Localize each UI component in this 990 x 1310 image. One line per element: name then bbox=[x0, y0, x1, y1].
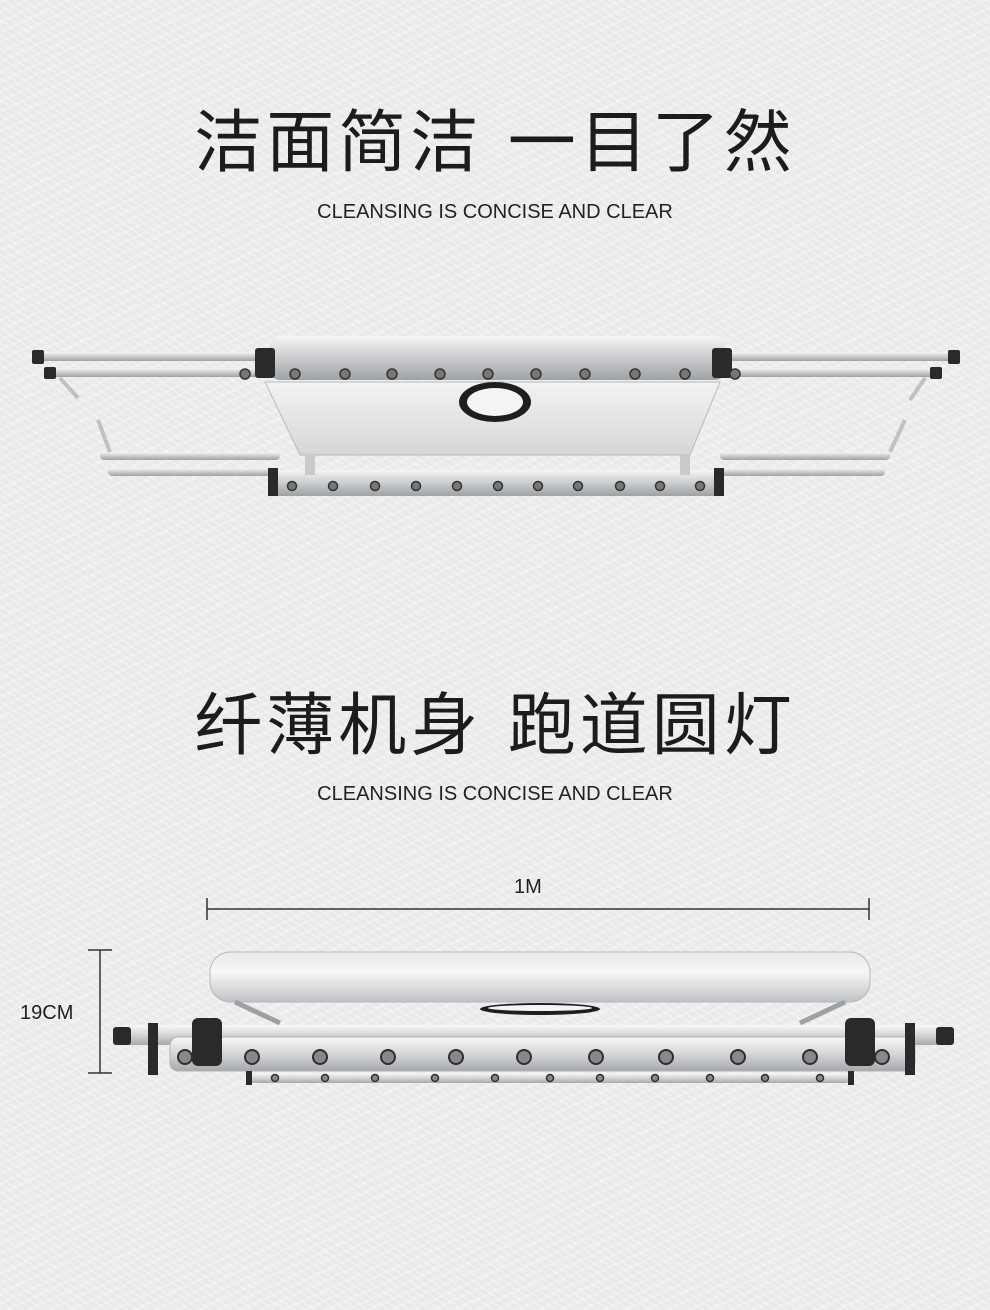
height-dimension-line bbox=[88, 949, 112, 1074]
section2-headline: 纤薄机身 跑道圆灯 bbox=[194, 687, 796, 766]
section1-headline: 洁面简洁 一目了然 bbox=[194, 104, 796, 183]
section2-subline: CLEANSING IS CONCISE AND CLEAR bbox=[317, 783, 673, 805]
width-dimension-line bbox=[206, 898, 870, 920]
drying-rack-perspective-image bbox=[32, 336, 960, 496]
drying-rack-side-view-image bbox=[113, 951, 954, 1085]
width-dimension-label: 1M bbox=[514, 876, 542, 898]
height-dimension-label: 19CM bbox=[20, 1002, 74, 1024]
section1-subline: CLEANSING IS CONCISE AND CLEAR bbox=[317, 201, 673, 223]
